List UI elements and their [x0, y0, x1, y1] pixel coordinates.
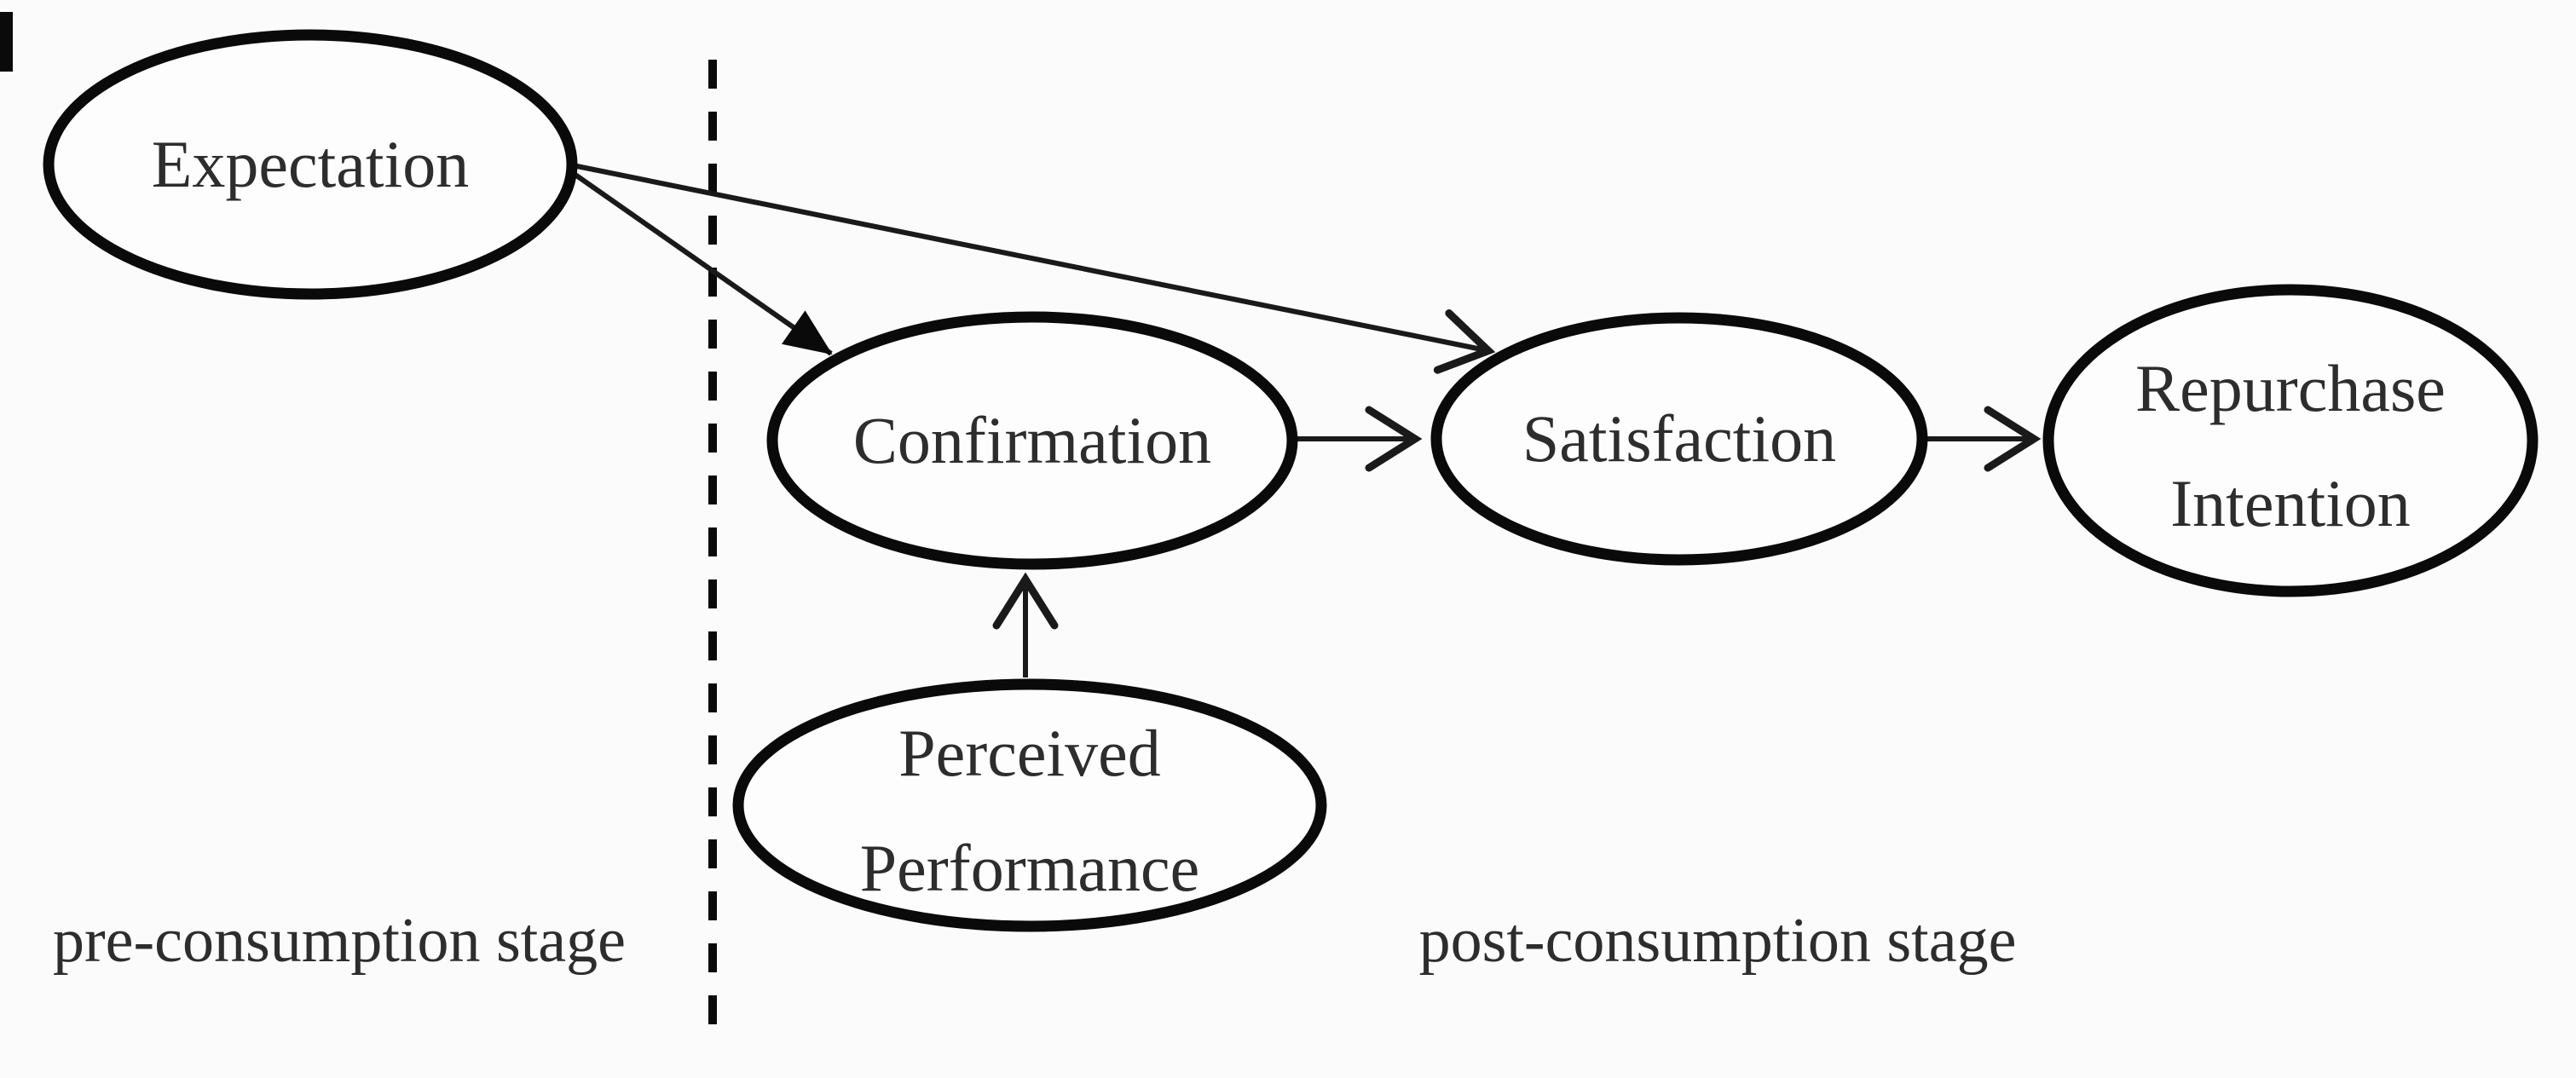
node-expectation-label: Expectation — [152, 127, 470, 201]
node-label-line: Expectation — [152, 127, 470, 201]
arrow-expectation-to-confirmation — [563, 164, 833, 356]
node-confirmation-label: Confirmation — [853, 403, 1211, 477]
node-label-line: Satisfaction — [1522, 401, 1836, 476]
node-label-line: Confirmation — [853, 403, 1211, 477]
pre-consumption-stage-label: pre-consumption stage — [53, 906, 626, 976]
node-label-line: Perceived — [898, 716, 1161, 790]
scan-artifacts-layer — [0, 12, 13, 72]
node-perceived-performance-ellipse — [732, 678, 1327, 932]
edges-layer — [563, 161, 2042, 677]
node-label-line: Repurchase — [2135, 351, 2446, 425]
node-expectation: Expectation — [43, 29, 578, 300]
node-confirmation: Confirmation — [766, 311, 1298, 570]
node-expectation-ellipse — [43, 29, 578, 300]
scan-artifact-mark — [0, 12, 13, 72]
node-label-line: Intention — [2170, 466, 2411, 540]
arrow-expectation-to-satisfaction — [563, 161, 1496, 374]
node-label-line: Performance — [860, 831, 1199, 905]
node-satisfaction-ellipse — [1430, 312, 1928, 566]
node-satisfaction-label: Satisfaction — [1522, 401, 1836, 476]
stage-labels-layer: pre-consumption stage post-consumption s… — [53, 906, 2016, 976]
node-repurchase-intention-ellipse — [2042, 284, 2538, 597]
post-consumption-stage-label: post-consumption stage — [1419, 906, 2017, 976]
node-satisfaction: Satisfaction — [1430, 312, 1928, 566]
node-confirmation-ellipse — [766, 311, 1298, 570]
